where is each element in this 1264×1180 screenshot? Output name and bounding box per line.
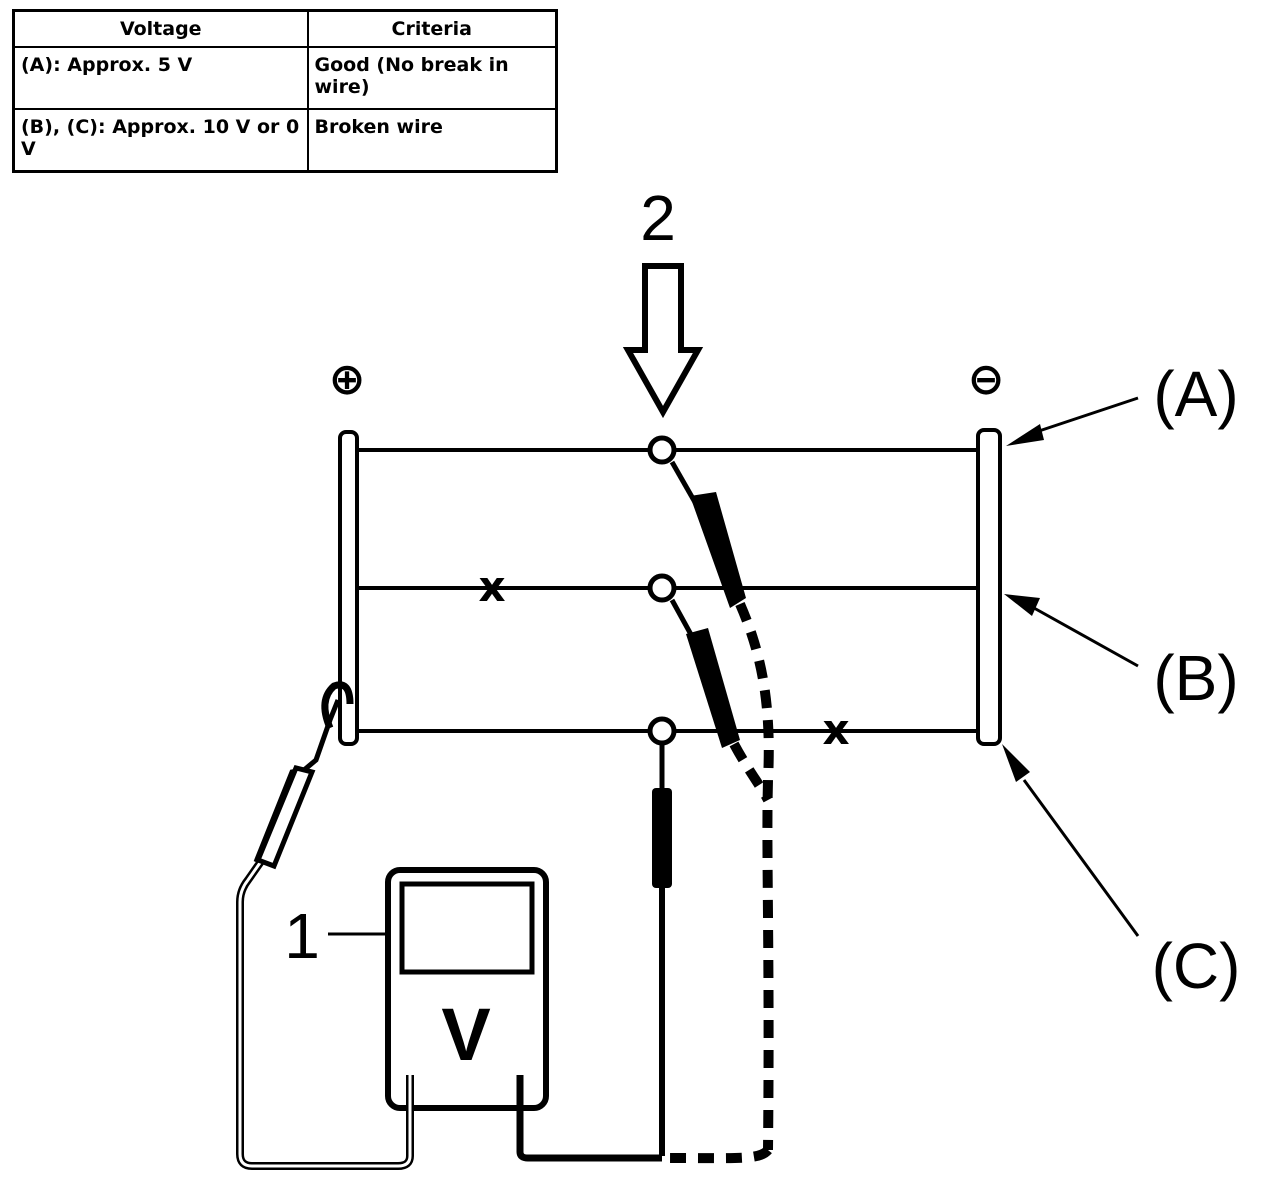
probe-b-dashed [669, 598, 773, 803]
voltmeter: V [385, 867, 549, 1111]
probe-point-b [647, 573, 677, 603]
break-mark-c: x [822, 705, 849, 754]
dashed-return-lead [663, 1146, 772, 1164]
cell-criteria-broken: Broken wire [306, 108, 558, 173]
plus-symbol: ⊕ [329, 354, 366, 405]
cell-voltage-bc: (B), (C): Approx. 10 V or 0 V [12, 108, 309, 173]
positive-probe [253, 681, 354, 870]
pointer-b [1004, 594, 1139, 668]
cell-voltage-a: (A): Approx. 5 V [12, 46, 309, 110]
label-a: (A) [1153, 358, 1238, 430]
probe-point-c [647, 716, 677, 746]
minus-symbol: ⊖ [968, 354, 1005, 405]
label-1: 1 [284, 900, 320, 972]
meter-negative-lead [516, 1075, 662, 1162]
label-b: (B) [1153, 642, 1238, 714]
table-header-row: Voltage Criteria [12, 9, 558, 48]
cell-criteria-good: Good (No break in wire) [306, 46, 558, 110]
negative-terminal-bar [976, 428, 1002, 746]
meter-positive-lead-inner [238, 859, 412, 1168]
label-c: (C) [1152, 930, 1241, 1002]
probe-a-dashed [669, 460, 774, 1151]
meter-positive-lead [236, 857, 414, 1170]
table-row: (A): Approx. 5 V Good (No break in wire) [12, 46, 558, 110]
header-criteria: Criteria [306, 9, 558, 48]
table-row: (B), (C): Approx. 10 V or 0 V Broken wir… [12, 108, 558, 173]
probe-c-solid [652, 743, 672, 1156]
probe-point-a [647, 435, 677, 465]
criteria-table: Voltage Criteria (A): Approx. 5 V Good (… [12, 9, 558, 173]
label-2: 2 [640, 182, 676, 254]
meter-letter: V [441, 993, 490, 1076]
pointer-c [1002, 744, 1140, 937]
header-voltage: Voltage [12, 9, 309, 48]
pointer-a [1006, 396, 1139, 446]
break-mark-b: x [478, 562, 505, 611]
down-arrow-icon [622, 263, 704, 419]
